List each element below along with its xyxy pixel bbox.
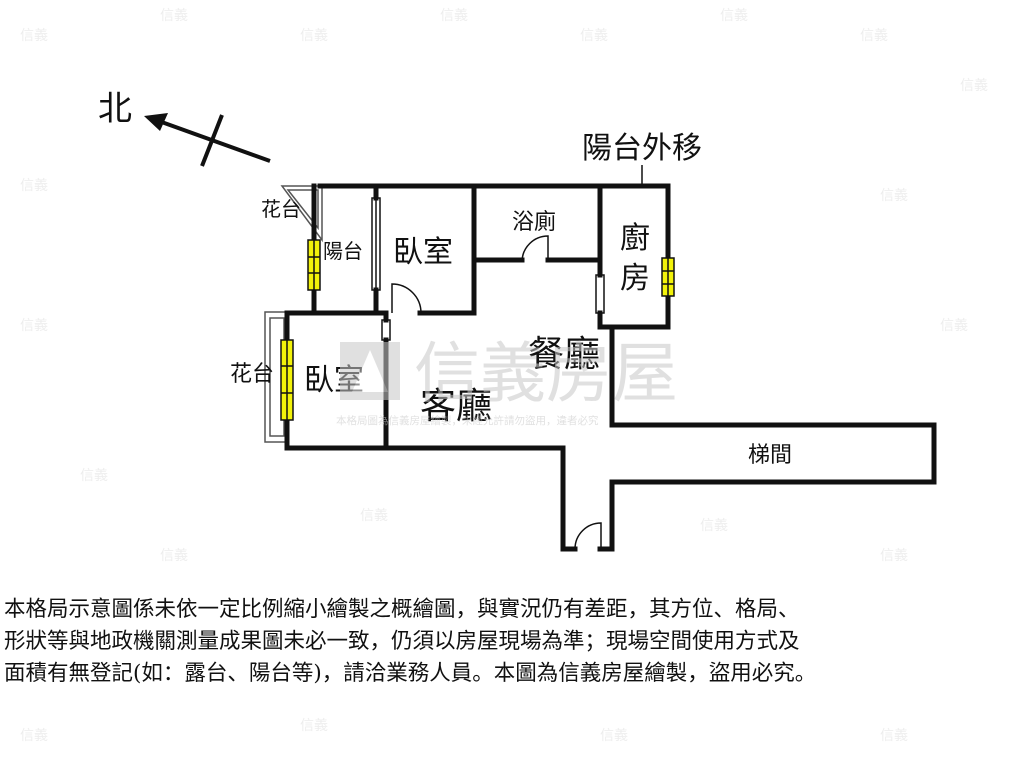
svg-text:信義: 信義 [940,317,968,334]
door-frames [371,197,605,341]
svg-text:信義: 信義 [880,547,908,564]
door-upper-bedroom [391,283,422,314]
window-lower-bedroom [280,339,294,421]
disclaimer-line-1: 本格局示意圖係未依一定比例縮小繪製之概繪圖，與實況仍有差距，其方位、格局、 [4,597,800,622]
disclaimer-line-3: 面積有無登記(如：露台、陽台等)，請洽業務人員。本圖為信義房屋繪製，盜用必究。 [4,661,817,686]
disclaimer: 本格局示意圖係未依一定比例縮小繪製之概繪圖，與實況仍有差距，其方位、格局、 形狀… [4,594,1020,690]
planter-top-label: 花台 [261,197,301,221]
window-balcony [307,239,321,291]
svg-text:信義: 信義 [880,187,908,204]
brand-logo-mark-icon [352,350,388,392]
svg-text:信義: 信義 [20,27,48,44]
dining-label: 餐廳 [528,334,600,375]
svg-text:信義: 信義 [20,317,48,334]
svg-text:信義: 信義 [960,77,988,94]
bedroom-upper-label: 臥室 [393,235,453,270]
doors [391,235,602,550]
svg-text:信義: 信義 [600,727,628,744]
svg-text:信義: 信義 [300,717,328,734]
brand-watermark: 信義房屋 本格局圖為信義房屋繪製，未經允許請勿盜用，違者必究 [336,335,678,427]
compass-cross [200,114,224,167]
svg-text:信義: 信義 [720,7,748,24]
svg-text:信義: 信義 [700,517,728,534]
window-kitchen [661,257,675,297]
balcony-label: 陽台 [323,239,363,263]
stairwell-label: 梯間 [748,443,792,468]
svg-text:信義: 信義 [20,177,48,194]
compass: 北 [98,89,271,167]
brand-watermark-text: 信義房屋 [414,335,678,412]
compass-arrowhead-icon [144,113,168,131]
svg-text:信義: 信義 [880,727,908,744]
bathroom-label: 浴廁 [512,210,556,235]
north-label: 北 [98,89,132,129]
walls [284,183,937,552]
svg-text:信義: 信義 [440,7,468,24]
svg-text:信義: 信義 [360,507,388,524]
planter-top [280,185,323,243]
svg-text:信義: 信義 [20,727,48,744]
kitchen-label-1: 廚 [620,221,650,256]
svg-text:信義: 信義 [860,27,888,44]
door-entrance [574,522,602,550]
svg-text:信義: 信義 [80,467,108,484]
kitchen-label-2: 房 [620,261,650,296]
svg-text:信義: 信義 [580,27,608,44]
svg-text:信義: 信義 [300,27,328,44]
disclaimer-line-2: 形狀等與地政機關測量成果圖未必一致，仍須以房屋現場為準；現場空間使用方式及 [4,629,800,654]
planter-left-label: 花台 [230,362,274,387]
svg-text:信義: 信義 [160,7,188,24]
svg-text:信義: 信義 [160,547,188,564]
living-label: 客廳 [420,386,492,427]
balcony-moved-label: 陽台外移 [582,131,702,166]
watermark-notice: 本格局圖為信義房屋繪製，未經允許請勿盜用，違者必究 [336,414,599,427]
door-bathroom [521,235,549,263]
windows [280,239,675,421]
